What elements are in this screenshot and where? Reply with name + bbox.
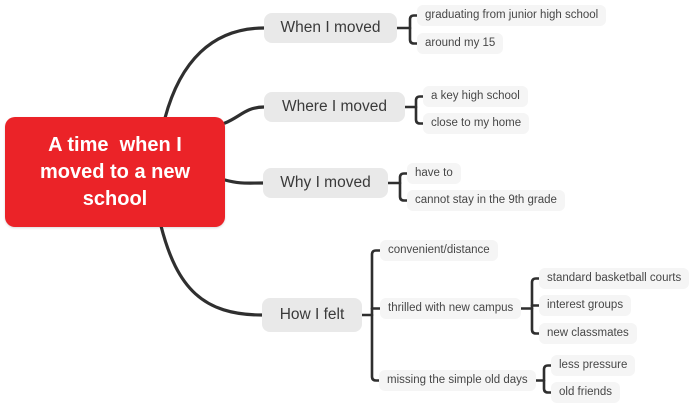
subtopic-node-standard-basketball-courts[interactable]: standard basketball courts <box>539 268 690 289</box>
subtopic-node-old-friends[interactable]: old friends <box>551 382 621 403</box>
subtopic-node-close-to-home[interactable]: close to my home <box>423 113 530 134</box>
topic-node-how-i-felt[interactable]: How I felt <box>262 298 362 332</box>
subtopic-node-cannot-stay-9th-grade[interactable]: cannot stay in the 9th grade <box>407 190 565 211</box>
subtopic-node-have-to[interactable]: have to <box>407 163 461 184</box>
subtopic-node-key-high-school[interactable]: a key high school <box>423 86 528 107</box>
topic-node-when-i-moved[interactable]: When I moved <box>264 13 397 43</box>
subtopic-node-missing-old-days[interactable]: missing the simple old days <box>379 370 536 391</box>
subtopic-node-around-my-15[interactable]: around my 15 <box>417 33 504 54</box>
topic-node-why-i-moved[interactable]: Why I moved <box>263 168 388 198</box>
subtopic-node-new-classmates[interactable]: new classmates <box>539 323 637 344</box>
subtopic-node-convenient-distance[interactable]: convenient/distance <box>380 240 498 261</box>
subtopic-node-interest-groups[interactable]: interest groups <box>539 295 632 316</box>
subtopic-node-thrilled-new-campus[interactable]: thrilled with new campus <box>380 298 522 319</box>
central-topic-node[interactable]: A time when I moved to a new school <box>5 117 225 227</box>
topic-node-where-i-moved[interactable]: Where I moved <box>264 92 405 122</box>
subtopic-node-less-pressure[interactable]: less pressure <box>551 355 636 376</box>
subtopic-node-graduating-junior-high[interactable]: graduating from junior high school <box>417 5 607 26</box>
